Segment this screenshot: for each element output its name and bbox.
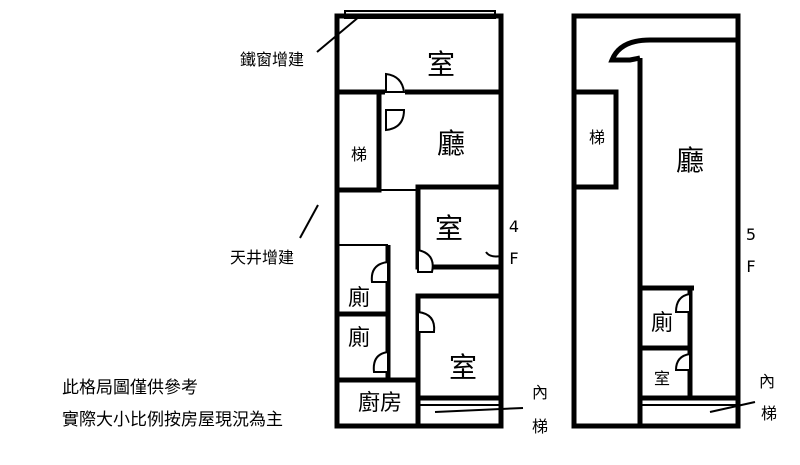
door-swing — [485, 251, 502, 258]
disclaimer-line-1: 此格局圖僅供參考 — [62, 378, 198, 398]
toilet-label: 廁 — [651, 311, 673, 336]
stairs-label: 梯 — [589, 128, 605, 147]
floor-5-letter: F — [746, 257, 755, 276]
annotation-pointer — [299, 204, 319, 239]
room-label: 室 — [654, 369, 670, 388]
stairwell — [334, 89, 382, 193]
floor-4-number: 4 — [509, 217, 519, 236]
disclaimer-line-2: 實際大小比例按房屋現況為主 — [62, 410, 283, 430]
stairwell — [571, 89, 619, 190]
door — [385, 109, 406, 132]
floor-4-letter: F — [509, 249, 518, 268]
annotation-pointer — [434, 407, 524, 413]
window-addition-label: 鐵窗增建 — [240, 50, 304, 69]
living-label: 廳 — [676, 144, 704, 177]
toilet-2-label: 廁 — [348, 326, 370, 351]
inner-stair-label-2: 梯 — [761, 404, 777, 423]
door — [372, 350, 389, 373]
toilet-1-label: 廁 — [348, 286, 370, 311]
room-bottom-label: 室 — [449, 351, 477, 384]
inner-stair-label-2: 梯 — [532, 417, 548, 436]
annotation-pointer — [709, 401, 756, 413]
door — [417, 310, 436, 333]
door — [417, 248, 434, 273]
room-top-label: 室 — [427, 48, 455, 81]
door — [385, 72, 406, 93]
living-label: 廳 — [437, 127, 465, 160]
floor-5-plan: 梯 廳 廁 室 5 F 內 梯 — [571, 13, 777, 429]
inner-stair-label-1: 內 — [532, 383, 548, 402]
floor-5-outer-wall — [571, 13, 741, 429]
floor-4-plan: 室 廳 梯 室 廁 廁 室 廚房 4 F 內 梯 鐵窗增建 天井增建 — [230, 10, 548, 436]
room-bottom-wall — [415, 293, 504, 401]
skylight-addition-label: 天井增建 — [230, 248, 294, 267]
floor-5-number: 5 — [746, 225, 756, 244]
door — [370, 260, 389, 283]
room-middle-wall — [415, 184, 504, 270]
room-middle-label: 室 — [435, 212, 463, 245]
stairs-label: 梯 — [351, 145, 367, 164]
top-curve-wall — [608, 37, 738, 63]
annotation-pointer — [316, 15, 361, 53]
inner-stair-label-1: 內 — [759, 372, 775, 391]
door — [674, 292, 691, 313]
door — [674, 352, 691, 371]
kitchen-label: 廚房 — [358, 391, 402, 416]
